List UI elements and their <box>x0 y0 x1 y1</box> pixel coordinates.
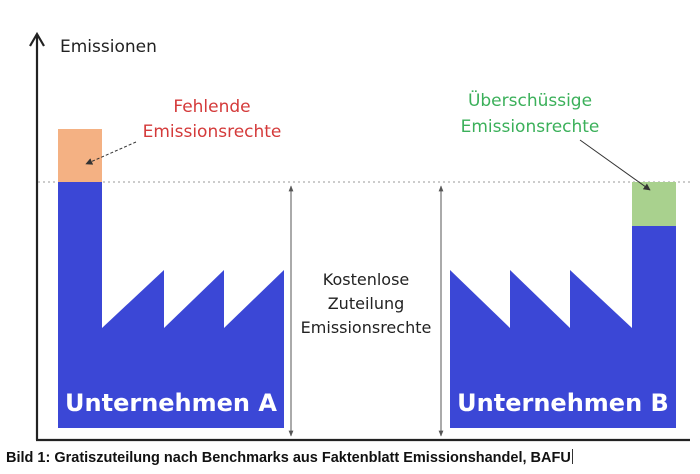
missing-label-line-2: Emissionsrechte <box>143 122 282 142</box>
surplus-allowances-box <box>632 182 676 226</box>
factory-a-label: Unternehmen A <box>65 389 277 417</box>
emissions-diagram: Emissionen Unternehmen A Unternehmen B K… <box>29 31 690 442</box>
factory-a <box>58 182 284 428</box>
y-axis-arrow-icon <box>29 31 45 47</box>
missing-label-line-1: Fehlende <box>173 97 250 117</box>
missing-pointer-arrow <box>85 141 137 165</box>
free-allocation-label-line-3: Emissionsrechte <box>301 318 432 337</box>
text-cursor <box>571 449 573 464</box>
free-allocation-label-line-1: Kostenlose <box>323 270 410 289</box>
free-allocation-label-line-2: Zuteilung <box>328 294 405 313</box>
figure-caption-text: Bild 1: Gratiszuteilung nach Benchmarks … <box>6 450 571 466</box>
missing-allowances-box <box>58 129 102 182</box>
surplus-label-line-2: Emissionsrechte <box>461 117 600 137</box>
figure-caption: Bild 1: Gratiszuteilung nach Benchmarks … <box>6 449 573 466</box>
surplus-label-line-1: Überschüssige <box>468 89 592 111</box>
factory-b <box>450 226 676 428</box>
y-axis-label: Emissionen <box>60 37 157 57</box>
factory-b-label: Unternehmen B <box>457 389 669 417</box>
surplus-pointer-arrow <box>579 139 651 191</box>
